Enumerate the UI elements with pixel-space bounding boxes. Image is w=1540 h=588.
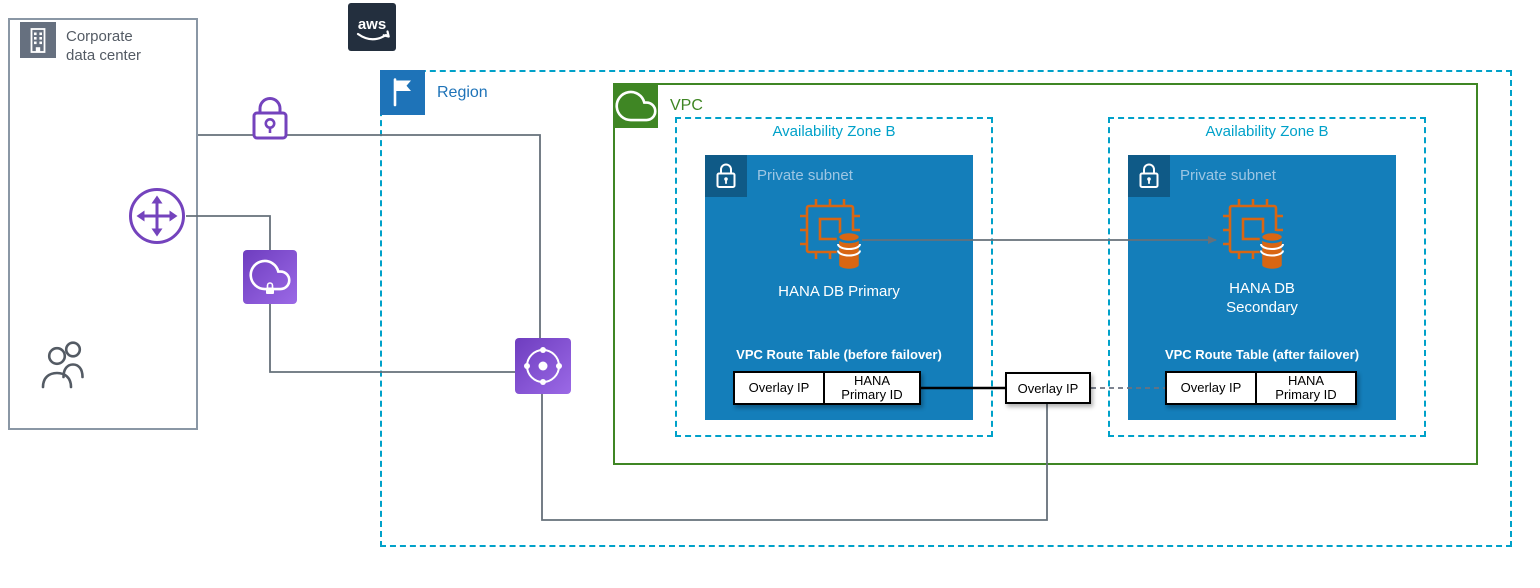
vpc-label: VPC	[670, 97, 703, 114]
site-to-site-vpn-icon-box	[243, 250, 297, 304]
region-label: Region	[437, 84, 488, 101]
corporate-data-center-label: Corporate data center	[66, 28, 142, 64]
ec2-database-icon-primary	[800, 199, 862, 272]
site-to-site-vpn-icon	[249, 259, 291, 294]
availability-zone-right-box	[1108, 117, 1426, 437]
router-icon	[129, 188, 185, 244]
line-router-to-vpn	[186, 215, 271, 250]
route-table-cell-hana-primary-id: HANA Primary ID	[823, 373, 919, 403]
private-subnet-right-label: Private subnet	[1180, 167, 1276, 184]
aws-logo: aws	[348, 3, 396, 51]
ec2-database-icon-secondary	[1223, 199, 1285, 272]
route-table-after-failover-title: VPC Route Table (after failover)	[1164, 347, 1360, 362]
aws-smile-logo-icon: aws	[356, 16, 390, 41]
route-table-cell-overlay-ip: Overlay IP	[1167, 373, 1255, 403]
private-subnet-right-lock-box	[1128, 155, 1170, 197]
private-subnet-left-lock-box	[705, 155, 747, 197]
corporate-data-center-icon-box	[20, 22, 56, 58]
hana-db-secondary-label: HANA DB Secondary	[1128, 279, 1396, 317]
flag-icon	[393, 78, 411, 107]
overlay-ip-label: Overlay IP	[1017, 380, 1079, 396]
building-icon	[30, 28, 46, 53]
aws-logo-text: aws	[358, 16, 386, 33]
transit-gateway-icon	[524, 347, 562, 385]
vpn-gateway-lock-icon	[252, 97, 288, 140]
hana-db-secondary-label-text: HANA DB Secondary	[1226, 280, 1298, 316]
hana-db-primary-label: HANA DB Primary	[778, 283, 900, 300]
route-table-before-failover-title: VPC Route Table (before failover)	[736, 347, 942, 362]
lock-icon	[1139, 163, 1159, 188]
cell-text: HANA Primary ID	[841, 373, 903, 402]
cell-text: HANA Primary ID	[1275, 373, 1337, 402]
overlay-ip-box: Overlay IP	[1005, 372, 1091, 404]
route-table-before-failover: Overlay IP HANA Primary ID	[733, 371, 921, 405]
cloud-icon	[614, 90, 657, 121]
private-subnet-left-label: Private subnet	[757, 167, 853, 184]
lock-icon	[716, 163, 736, 188]
region-icon-box	[380, 70, 425, 115]
route-table-after-failover: Overlay IP HANA Primary ID	[1165, 371, 1357, 405]
availability-zone-right-label: Availability Zone B	[1205, 123, 1329, 140]
cell-text: Overlay IP	[748, 380, 810, 395]
cell-text: Overlay IP	[1180, 380, 1242, 395]
users-icon	[41, 341, 84, 389]
route-table-cell-hana-primary-id: HANA Primary ID	[1255, 373, 1355, 403]
vpc-icon-box	[613, 83, 658, 128]
availability-zone-left-label: Availability Zone B	[772, 123, 896, 140]
transit-gateway-icon-box	[515, 338, 571, 394]
route-table-cell-overlay-ip: Overlay IP	[735, 373, 823, 403]
